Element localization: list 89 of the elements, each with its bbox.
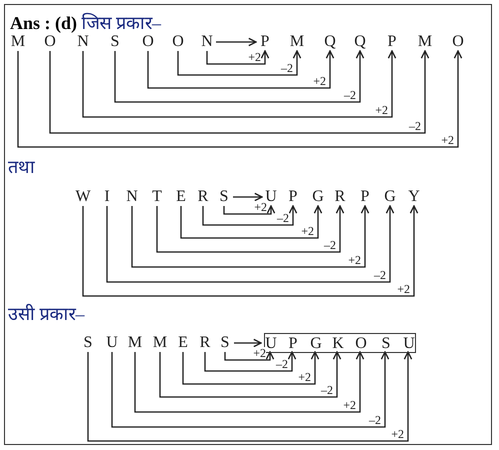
edge-label: +2 (441, 134, 454, 146)
connector-arrow (223, 205, 276, 215)
letter: N (198, 33, 216, 51)
heading: Ans : (d) जिस प्रकार– (10, 12, 162, 34)
letter: G (381, 188, 399, 206)
letter: O (449, 33, 467, 51)
arrow (234, 338, 262, 348)
connector-arrow (131, 205, 370, 268)
edge-label: +2 (343, 399, 356, 411)
edge-label: –2 (344, 89, 356, 101)
letter: E (172, 188, 190, 206)
edge-label: –2 (374, 269, 386, 281)
connector-arrow (49, 50, 430, 134)
letter: E (174, 334, 192, 352)
arrow (216, 38, 257, 46)
heading: उसी प्रकार– (8, 302, 84, 325)
edge-label: –2 (281, 62, 293, 74)
letter: S (79, 334, 97, 352)
connector-arrow (87, 351, 412, 442)
connector-arrow (202, 205, 298, 226)
letter: M (126, 334, 144, 352)
letter: O (139, 33, 157, 51)
connector-arrow (224, 351, 274, 361)
letter: S (215, 188, 233, 206)
letter: Y (405, 188, 423, 206)
edge-label: +2 (375, 104, 388, 116)
letter: I (98, 188, 116, 206)
letter: G (307, 335, 325, 353)
connector-arrow (159, 351, 342, 398)
letter: W (74, 188, 92, 206)
connector-arrow (111, 351, 390, 428)
letter: G (309, 188, 327, 206)
edge-label: +2 (348, 254, 361, 266)
edge-label: +2 (248, 51, 261, 63)
letter: M (151, 334, 169, 352)
connector-arrow (106, 205, 394, 283)
letter: O (41, 33, 59, 51)
letter: P (284, 335, 302, 353)
edge-label: –2 (321, 384, 333, 396)
edge-label: +2 (397, 283, 410, 295)
connector-arrow (134, 351, 364, 413)
letter: R (194, 188, 212, 206)
letter: S (106, 33, 124, 51)
connector-arrow (156, 205, 344, 253)
letter: R (196, 334, 214, 352)
letter: O (169, 33, 187, 51)
edge-label: –2 (409, 120, 421, 132)
letter: N (123, 188, 141, 206)
edge-label: +2 (254, 201, 267, 213)
arrow (233, 192, 263, 202)
edge-label: –2 (277, 212, 289, 224)
letter: P (356, 188, 374, 206)
edge-label: –2 (276, 358, 288, 370)
connector-arrow (147, 50, 334, 89)
connector-arrow (82, 205, 418, 297)
edge-label: +2 (253, 347, 266, 359)
edge-label: +2 (391, 428, 404, 440)
connector-arrow (206, 50, 270, 65)
connector-arrow (180, 205, 322, 239)
edge-label: +2 (301, 225, 314, 237)
edge-label: –2 (369, 414, 381, 426)
letter: U (400, 335, 418, 353)
letter: S (216, 334, 234, 352)
letter: K (329, 335, 347, 353)
letter: Q (351, 33, 369, 51)
letter: T (148, 188, 166, 206)
edge-label: +2 (298, 371, 311, 383)
letter: P (256, 33, 274, 51)
connector-arrow (17, 50, 462, 148)
letter: M (416, 33, 434, 51)
letter: P (284, 188, 302, 206)
letter: Q (321, 33, 339, 51)
heading: तथा (8, 156, 35, 178)
letter: N (74, 33, 92, 51)
connector-arrow (204, 351, 296, 372)
connector-arrow (182, 351, 320, 385)
letter: M (288, 33, 306, 51)
letter: P (383, 33, 401, 51)
letter: O (352, 335, 370, 353)
connector-arrow (114, 50, 364, 103)
letter: R (331, 188, 349, 206)
connector-arrow (177, 50, 302, 76)
connector-arrow (82, 50, 396, 118)
code-box (264, 333, 416, 353)
edge-label: +2 (313, 75, 326, 87)
letter: M (9, 33, 27, 51)
letter: S (377, 335, 395, 353)
letter: U (103, 334, 121, 352)
edge-label: –2 (324, 239, 336, 251)
